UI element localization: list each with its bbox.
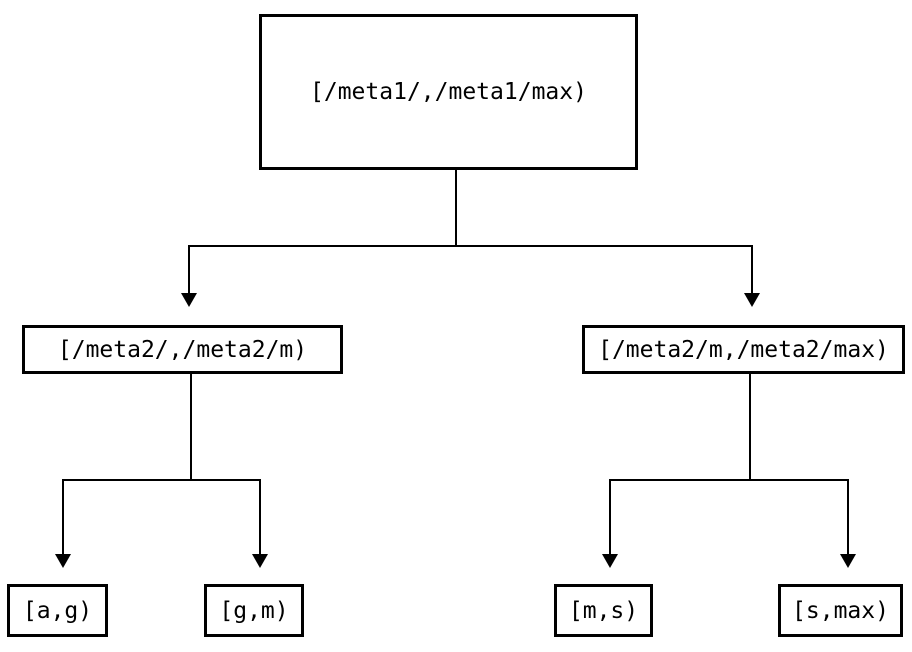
node-label: [a,g) [22, 597, 93, 624]
tree-node-root: [/meta1/,/meta1/max) [259, 14, 638, 170]
connector-root-to-right-drop [751, 245, 753, 293]
tree-node-meta2-left: [/meta2/,/meta2/m) [22, 325, 343, 374]
tree-node-leaf-smax: [s,max) [778, 584, 903, 637]
arrowhead-down-icon [252, 554, 268, 568]
connector-left-stem [190, 374, 192, 481]
connector-right-crossbar [609, 479, 849, 481]
tree-node-leaf-ms: [m,s) [554, 584, 653, 637]
connector-root-stem [455, 170, 457, 247]
node-label: [/meta2/m,/meta2/max) [598, 336, 889, 363]
node-label: [g,m) [219, 597, 289, 624]
node-label: [s,max) [792, 597, 889, 624]
connector-right-stem [749, 374, 751, 481]
connector-left-to-gm-drop [259, 479, 261, 554]
connector-left-crossbar [62, 479, 261, 481]
connector-right-to-smax-drop [847, 479, 849, 554]
connector-right-to-ms-drop [609, 479, 611, 554]
node-label: [m,s) [568, 597, 639, 624]
connector-left-to-ag-drop [62, 479, 64, 554]
connector-root-crossbar [188, 245, 753, 247]
arrowhead-down-icon [181, 293, 197, 307]
tree-node-leaf-ag: [a,g) [7, 584, 108, 637]
connector-root-to-left-drop [188, 245, 190, 293]
tree-node-meta2-right: [/meta2/m,/meta2/max) [582, 325, 905, 374]
arrowhead-down-icon [840, 554, 856, 568]
arrowhead-down-icon [602, 554, 618, 568]
node-label: [/meta2/,/meta2/m) [57, 336, 308, 363]
tree-node-leaf-gm: [g,m) [204, 584, 304, 637]
arrowhead-down-icon [55, 554, 71, 568]
arrowhead-down-icon [744, 293, 760, 307]
node-label: [/meta1/,/meta1/max) [310, 79, 587, 105]
